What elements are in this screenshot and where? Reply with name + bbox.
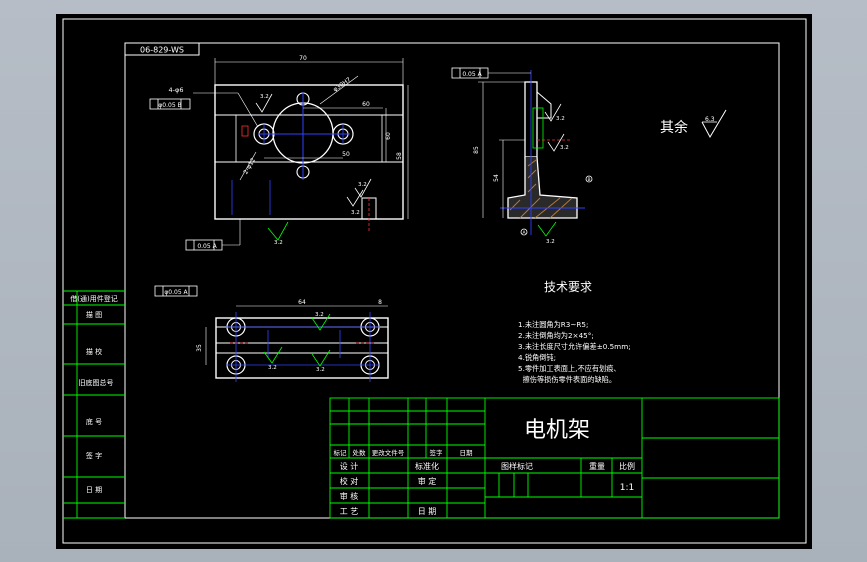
title-block-text: 电机架 标记 处数 更改文件号 签字 日期 设 计 校 对 审 核 工 艺 标准… <box>334 418 636 516</box>
svg-text:3.2: 3.2 <box>316 367 325 373</box>
front-dim-width: 70 <box>299 55 307 62</box>
front-roughness-symbol-c: 3.2 <box>267 221 289 246</box>
side-roughness-top: 3.2 <box>544 103 565 122</box>
svg-text:3.2: 3.2 <box>268 365 277 371</box>
scale-label: 比例 <box>619 461 635 471</box>
top-roughness-right: 3.2 <box>311 349 331 373</box>
tech-requirements-title: 技术要求 <box>544 280 592 294</box>
svg-text:0.05 A: 0.05 A <box>462 71 482 78</box>
svg-text:A: A <box>522 230 526 236</box>
svg-text:3.2: 3.2 <box>560 145 569 151</box>
front-dim-side-height: 60 <box>385 132 392 140</box>
marks-header-cell: 更改文件号 <box>372 448 405 457</box>
svg-text:3.2: 3.2 <box>260 94 269 100</box>
title-left-row-label: 校 对 <box>340 476 359 486</box>
top-view: 64 8 35 φ0.05 A 3.2 3.2 3.2 <box>154 285 389 382</box>
marks-header-cell: 签字 <box>430 448 444 457</box>
svg-text:3.2: 3.2 <box>274 240 283 246</box>
tech-requirement-item: 2.未注倒角均为2×45°; <box>518 331 594 340</box>
marks-header-cell: 处数 <box>353 448 367 457</box>
svg-text:3.2: 3.2 <box>556 116 565 122</box>
side-table-row-label: 日 期 <box>86 486 102 494</box>
front-roughness-symbol-b: 3.2 <box>354 178 372 198</box>
side-table-row-label: 底 号 <box>86 417 102 426</box>
svg-text:3.2: 3.2 <box>351 210 360 216</box>
figure-mark-label: 图样标记 <box>501 461 533 471</box>
outer-border <box>62 18 807 544</box>
scale-value: 1:1 <box>620 483 634 493</box>
title-left-row-label: 设 计 <box>340 461 359 471</box>
side-view: 85 54 0.05 A 3.2 3.2 3.2 B A <box>451 67 593 245</box>
drawing-number: 06-829-WS <box>140 46 184 55</box>
side-datum-b-marker <box>585 175 593 183</box>
svg-text:3.2: 3.2 <box>315 312 324 318</box>
side-flatness-frame: 0.05 A <box>451 67 531 79</box>
title-mid-row-label: 日 期 <box>418 507 437 516</box>
side-table-row-label: 签 字 <box>86 451 102 460</box>
weight-label: 重量 <box>589 461 605 471</box>
side-table-row-label: 借(通)用件登记 <box>70 294 117 303</box>
front-roughness-symbol-d: 3.2 <box>346 189 364 216</box>
other-surfaces-label: 其余 <box>660 119 688 136</box>
front-position-frame: φ0.05 B <box>149 98 191 110</box>
top-dim-length: 64 <box>298 299 306 306</box>
front-dim-height: 58 <box>396 152 403 160</box>
marks-header-cell: 标记 <box>334 448 348 457</box>
side-roughness-mid: 3.2 <box>547 133 569 152</box>
side-datum-a-marker <box>520 228 528 236</box>
side-registration-table <box>63 290 125 519</box>
top-roughness-mid: 3.2 <box>311 312 331 331</box>
top-dim-end: 8 <box>378 299 382 306</box>
svg-text:φ0.05 B: φ0.05 B <box>158 102 181 109</box>
side-table-row-label: 描 图 <box>86 310 102 319</box>
svg-text:3.2: 3.2 <box>358 182 367 188</box>
side-dim-lower-height: 54 <box>493 174 500 182</box>
top-roughness-left: 3.2 <box>263 346 283 371</box>
tech-requirement-item: 4.锐角倒钝; <box>518 353 556 362</box>
side-table-labels: 借(通)用件登记 描 图 描 校 旧底图总号 底 号 签 字 日 期 <box>70 294 117 494</box>
side-dim-total-height: 85 <box>473 146 480 154</box>
side-table-row-label: 描 校 <box>86 347 102 356</box>
part-name: 电机架 <box>524 418 590 443</box>
svg-text:0.05 A: 0.05 A <box>197 243 217 250</box>
front-flatness-frame: 0.05 A <box>185 219 241 251</box>
side-roughness-bottom: 3.2 <box>537 221 557 245</box>
drawing-number-tag: 06-829-WS <box>124 42 200 56</box>
tech-requirement-item: 3.未注长度尺寸允许偏差±0.5mm; <box>518 342 631 351</box>
tech-requirement-item: 擦伤等损伤零件表面的缺陷。 <box>518 375 616 384</box>
tech-requirement-item: 5.零件加工表面上,不应有划痕、 <box>518 364 621 373</box>
tech-requirement-item: 1.未注圆角为R3~R5; <box>518 320 588 329</box>
front-hole-note: 4-φ6 <box>169 86 184 94</box>
model-space-background <box>56 14 812 549</box>
title-left-row-label: 审 核 <box>340 491 359 501</box>
other-surfaces-value: 6.3 <box>705 116 715 123</box>
title-mid-row-label: 标准化 <box>415 461 439 471</box>
svg-text:φ0.05 A: φ0.05 A <box>164 289 188 296</box>
title-left-row-label: 工 艺 <box>340 507 359 516</box>
front-dim-inner: 60 <box>362 101 370 108</box>
side-view-base <box>507 156 578 219</box>
title-mid-row-label: 审 定 <box>418 476 437 486</box>
side-table-row-label: 旧底图总号 <box>79 378 114 387</box>
top-position-frame: φ0.05 A <box>154 285 198 297</box>
front-dim-hole-spacing: 50 <box>342 151 350 158</box>
front-roughness-symbol-a: 3.2 <box>255 93 273 113</box>
tech-requirements: 技术要求 1.未注圆角为R3~R5; 2.未注倒角均为2×45°; 3.未注长度… <box>518 280 631 384</box>
svg-text:B: B <box>587 177 590 183</box>
top-view-outline <box>215 317 389 379</box>
marks-header-cell: 日期 <box>460 449 474 457</box>
top-dim-height: 35 <box>196 344 203 352</box>
svg-text:3.2: 3.2 <box>546 239 555 245</box>
other-surfaces-roughness: 其余 6.3 <box>660 109 727 139</box>
title-block-grid <box>329 397 780 519</box>
front-view-outline <box>214 84 404 220</box>
